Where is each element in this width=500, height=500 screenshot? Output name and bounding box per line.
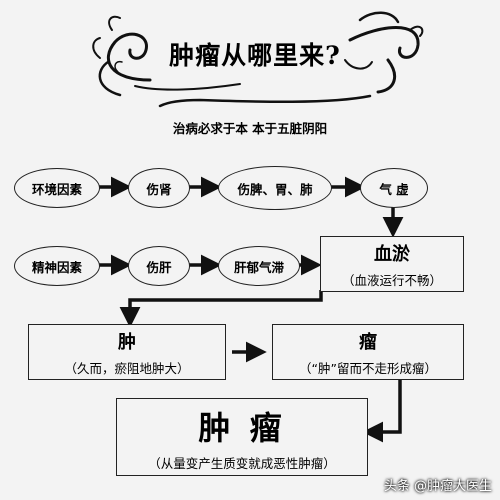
watermark: 头条 @肿瘤大医生	[383, 479, 492, 494]
swelling-note: （久而，瘀阻地肿大）	[64, 360, 190, 376]
tumor-note: （从量变产生质变就成恶性肿瘤）	[148, 455, 336, 471]
node-kidney-damage: 伤肾	[128, 168, 190, 208]
box-blood-stasis: 血淤 （血液运行不畅）	[320, 236, 464, 292]
box-tumor-growth: 瘤 （“肿”留而不走形成瘤）	[272, 324, 464, 380]
node-qi-deficiency: 气 虚	[360, 168, 428, 208]
tumor-title: 肿 瘤	[198, 408, 286, 447]
box-tumor: 肿 瘤 （从量变产生质变就成恶性肿瘤）	[116, 398, 368, 476]
diagram-subtitle: 治病必求于本 本于五脏阴阳	[172, 121, 328, 136]
arrow-growth-to-tumor	[362, 378, 402, 443]
left-flourish-ornament	[92, 15, 241, 97]
node-environment-factor: 环境因素	[14, 168, 100, 208]
node-liver-qi-stagnation: 肝郁气滞	[218, 246, 300, 286]
tumor-growth-title: 瘤	[359, 331, 377, 353]
swelling-title: 肿	[118, 331, 136, 353]
diagram-title: 肿瘤从哪里来?	[169, 41, 341, 70]
blood-stasis-note: （血液运行不畅）	[341, 272, 442, 288]
box-swelling: 肿 （久而，瘀阻地肿大）	[28, 324, 226, 380]
node-spleen-stomach-lung-damage: 伤脾、胃、肺	[218, 166, 332, 210]
blood-stasis-title: 血淤	[374, 243, 410, 265]
tumor-growth-note: （“肿”留而不走形成瘤）	[299, 360, 437, 376]
node-mental-factor: 精神因素	[14, 246, 100, 286]
right-flourish-ornament	[158, 11, 424, 108]
node-liver-damage: 伤肝	[128, 246, 190, 286]
arrow-stasis-to-swelling	[119, 290, 323, 328]
